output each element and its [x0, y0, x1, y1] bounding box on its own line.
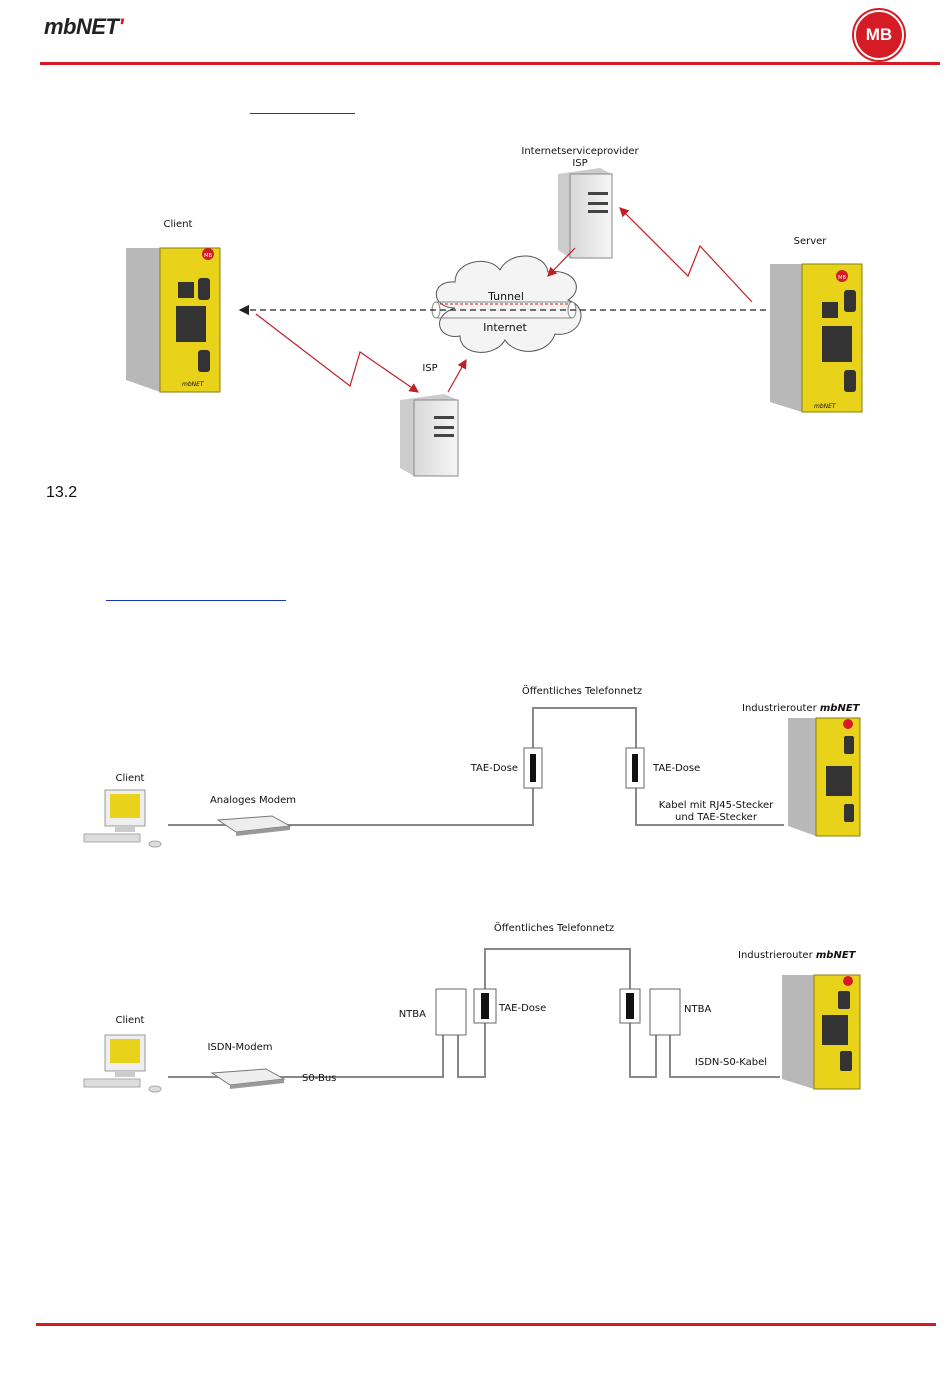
- label-isp-bottom: ISP: [422, 363, 437, 374]
- client-router-device: MB mbNET: [126, 247, 221, 393]
- vpn-diagram: Internetserviceprovider ISP MB mbNET Cli…: [126, 146, 863, 477]
- label-analog-modem: Analoges Modem: [210, 795, 296, 806]
- label-internet: Internet: [483, 321, 527, 334]
- client-brand: mbNET: [182, 381, 205, 388]
- label-server: Server: [794, 236, 828, 247]
- isdn-router-line: [669, 1035, 780, 1078]
- isp-server-bottom-icon: [400, 394, 459, 477]
- label-analog-client: Client: [116, 773, 145, 784]
- link-isp-cloud-bottom: [447, 358, 467, 393]
- label-analog-router: Industrierouter mbNET: [742, 703, 861, 714]
- isdn-modem-icon: [210, 1068, 286, 1089]
- label-isdn-modem: ISDN-Modem: [207, 1042, 272, 1053]
- header-rule: [40, 62, 940, 65]
- link-isp-cloud: [547, 247, 576, 277]
- analog-client-pc-icon: [83, 789, 162, 848]
- label-tae-left: TAE-Dose: [470, 763, 518, 774]
- tae-socket-left-icon: [523, 747, 543, 789]
- isdn-client-pc-icon: [83, 1034, 162, 1093]
- analog-modem-icon: [216, 815, 292, 836]
- isdn-router-device: [782, 974, 861, 1090]
- label-isdn-router: Industrierouter mbNET: [738, 950, 857, 961]
- server-router-device: MB mbNET: [770, 263, 863, 413]
- server-brand: mbNET: [814, 403, 837, 410]
- analog-network-line: [532, 707, 637, 748]
- label-tae-right: TAE-Dose: [652, 763, 700, 774]
- isp-server-top-icon: [558, 168, 613, 259]
- label-tunnel: Tunnel: [487, 290, 524, 303]
- label-cable-line1: Kabel mit RJ45-Stecker: [659, 800, 774, 811]
- footer-rule: [36, 1323, 936, 1326]
- section-number: 13.2: [46, 484, 78, 501]
- label-s0-bus: S0-Bus: [302, 1073, 336, 1084]
- tae-socket-right-icon: [625, 747, 645, 789]
- internet-cloud-icon: [435, 255, 582, 353]
- analog-diagram: Öffentliches Telefonnetz Industrierouter…: [83, 684, 861, 848]
- label-client: Client: [164, 219, 193, 230]
- label-isp-provider: Internetserviceprovider: [521, 146, 639, 157]
- label-cable-line2: und TAE-Stecker: [675, 812, 758, 823]
- ntba-right-icon: [649, 988, 681, 1036]
- analog-router-device: [788, 717, 861, 837]
- server-badge: MB: [838, 275, 846, 281]
- client-badge: MB: [204, 253, 212, 259]
- logo-text: mbNET': [44, 14, 124, 40]
- link-underline-top[interactable]: [250, 113, 355, 114]
- ntba-left-icon: [435, 988, 467, 1036]
- label-isdn-client: Client: [116, 1015, 145, 1026]
- label-ntba-right: NTBA: [684, 1004, 711, 1015]
- label-isdn-network: Öffentliches Telefonnetz: [494, 921, 614, 934]
- logo-tick: ': [118, 14, 124, 39]
- analog-client-line: [168, 788, 534, 826]
- label-ntba-left: NTBA: [399, 1009, 426, 1020]
- link-client-isp: [255, 313, 419, 393]
- label-isdn-tae: TAE-Dose: [498, 1003, 546, 1014]
- label-isdn-cable: ISDN-S0-Kabel: [695, 1057, 767, 1068]
- logo-wordmark: mbNET: [44, 14, 119, 39]
- tae-socket-isdn-right-icon: [619, 988, 641, 1024]
- tae-socket-isdn-icon: [473, 988, 497, 1024]
- mb-logo-badge: MB: [854, 10, 904, 60]
- link-server-isp: [619, 207, 753, 303]
- link-underline-mid[interactable]: [106, 600, 286, 601]
- isdn-network-line: [484, 948, 631, 989]
- isdn-diagram: Öffentliches Telefonnetz Industrierouter…: [83, 921, 861, 1093]
- analog-router-line: [635, 788, 784, 826]
- label-analog-network: Öffentliches Telefonnetz: [522, 684, 642, 697]
- label-isp-top: ISP: [572, 158, 587, 169]
